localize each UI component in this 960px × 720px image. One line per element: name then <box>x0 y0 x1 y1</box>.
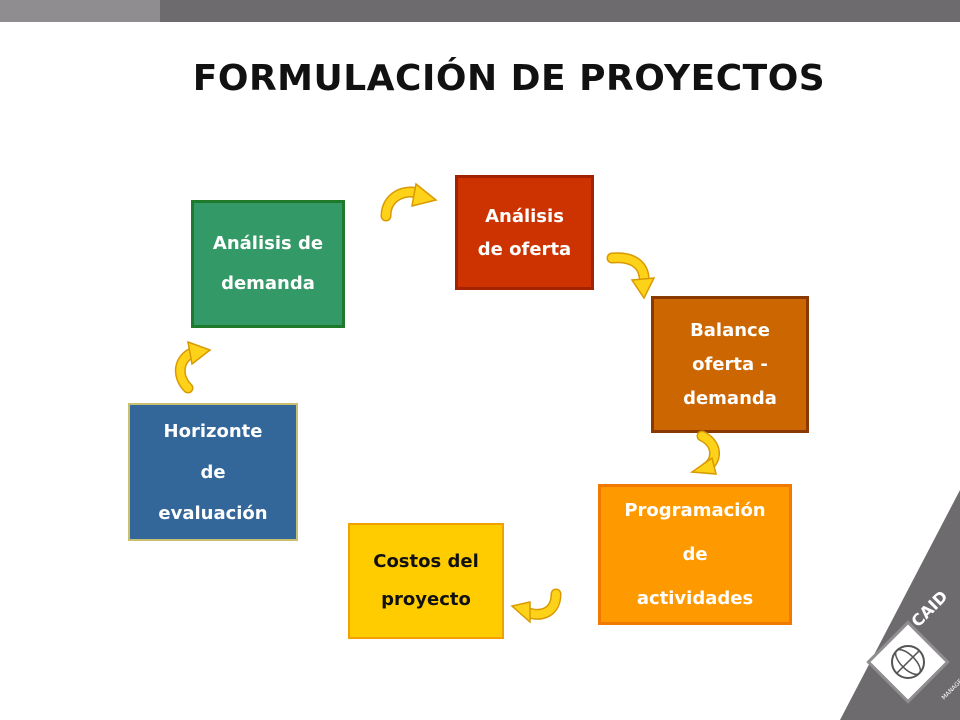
box-analisis-demanda-line-2: demanda <box>221 273 315 294</box>
box-balance-line-2: oferta - <box>692 353 768 375</box>
curved-arrow-icon <box>380 182 438 222</box>
box-horizonte-line-1: Horizonte <box>163 420 263 442</box>
box-analisis-oferta: Análisis de oferta <box>455 175 594 290</box>
header-bar-dark <box>160 0 960 22</box>
curved-arrow-icon <box>689 430 720 475</box>
box-balance-oferta-demanda: Balance oferta - demanda <box>651 296 809 433</box>
box-programacion-line-3: actividades <box>636 587 754 609</box>
box-analisis-demanda-line-1: Análisis de <box>212 233 324 254</box>
page-title: FORMULACIÓN DE PROYECTOS <box>192 58 826 99</box>
box-programacion-line-2: de <box>682 543 708 565</box>
box-horizonte-line-3: evaluación <box>158 502 268 524</box>
corner-decoration: CAID MANAGEMENT <box>840 490 960 720</box>
box-balance-line-1: Balance <box>690 319 770 341</box>
box-costos-line-2: proyecto <box>381 589 471 610</box>
box-costos-proyecto: Costos del proyecto <box>348 523 504 639</box>
globe-logo-icon <box>866 620 950 704</box>
box-analisis-oferta-line-2: de oferta <box>477 238 572 260</box>
header-bar-light <box>0 0 160 22</box>
curved-arrow-icon <box>510 588 562 624</box>
curved-arrow-icon <box>174 340 212 394</box>
box-horizonte-line-2: de <box>200 461 226 483</box>
box-programacion-actividades: Programación de actividades <box>598 484 792 625</box>
box-analisis-demanda: Análisis de demanda <box>191 200 345 328</box>
box-costos-line-1: Costos del <box>373 551 479 572</box>
box-balance-line-3: demanda <box>683 387 777 409</box>
box-horizonte-evaluacion: Horizonte de evaluación <box>128 403 298 541</box>
curved-arrow-icon <box>606 252 656 300</box>
box-programacion-line-1: Programación <box>624 499 766 521</box>
box-analisis-oferta-line-1: Análisis <box>485 205 564 227</box>
